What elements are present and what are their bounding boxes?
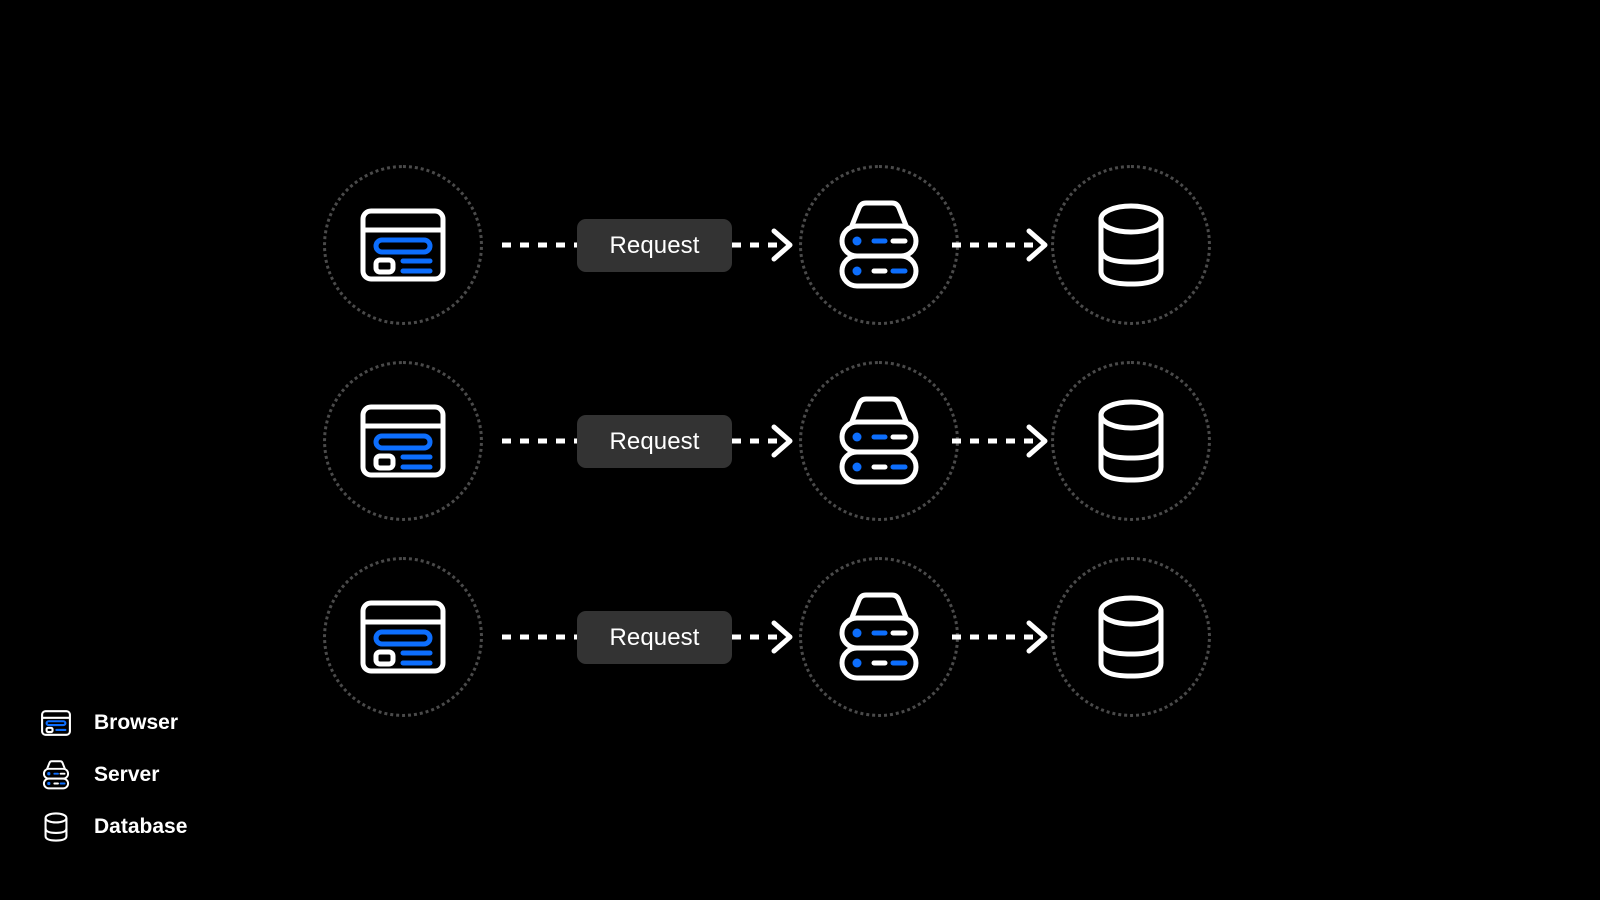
node-server[interactable] bbox=[799, 165, 959, 325]
database-icon bbox=[44, 812, 68, 842]
database-icon bbox=[1098, 595, 1164, 679]
request-badge[interactable]: Request bbox=[577, 219, 732, 272]
database-icon bbox=[1098, 399, 1164, 483]
legend-item-database: Database bbox=[40, 801, 360, 853]
node-server[interactable] bbox=[799, 557, 959, 717]
flow-row: Request bbox=[0, 145, 1600, 345]
request-badge-label: Request bbox=[609, 231, 700, 259]
legend-label-server: Server bbox=[94, 763, 160, 786]
node-database[interactable] bbox=[1051, 165, 1211, 325]
server-icon bbox=[839, 200, 919, 289]
node-browser[interactable] bbox=[323, 557, 483, 717]
node-database[interactable] bbox=[1051, 557, 1211, 717]
legend: Browser Server Database bbox=[40, 697, 360, 853]
node-browser[interactable] bbox=[323, 165, 483, 325]
database-icon bbox=[1098, 203, 1164, 287]
connector-server-to-database bbox=[952, 424, 1048, 458]
node-database[interactable] bbox=[1051, 361, 1211, 521]
browser-icon bbox=[360, 208, 446, 282]
connector-server-to-database bbox=[952, 228, 1048, 262]
request-badge[interactable]: Request bbox=[577, 415, 732, 468]
browser-icon bbox=[360, 404, 446, 478]
request-badge-label: Request bbox=[609, 427, 700, 455]
server-icon bbox=[839, 396, 919, 485]
server-icon bbox=[839, 592, 919, 681]
browser-icon bbox=[41, 710, 71, 736]
server-icon bbox=[42, 760, 70, 790]
node-server[interactable] bbox=[799, 361, 959, 521]
connector-browser-to-server bbox=[502, 424, 793, 458]
connector-browser-to-server bbox=[502, 620, 793, 654]
request-badge-label: Request bbox=[609, 623, 700, 651]
browser-icon bbox=[360, 600, 446, 674]
flow-row: Request bbox=[0, 341, 1600, 541]
legend-label-database: Database bbox=[94, 815, 188, 838]
request-badge[interactable]: Request bbox=[577, 611, 732, 664]
connector-browser-to-server bbox=[502, 228, 793, 262]
node-browser[interactable] bbox=[323, 361, 483, 521]
legend-item-server: Server bbox=[40, 749, 360, 801]
connector-server-to-database bbox=[952, 620, 1048, 654]
legend-label-browser: Browser bbox=[94, 711, 179, 734]
legend-item-browser: Browser bbox=[40, 697, 360, 749]
flow-row: Request bbox=[0, 537, 1600, 737]
